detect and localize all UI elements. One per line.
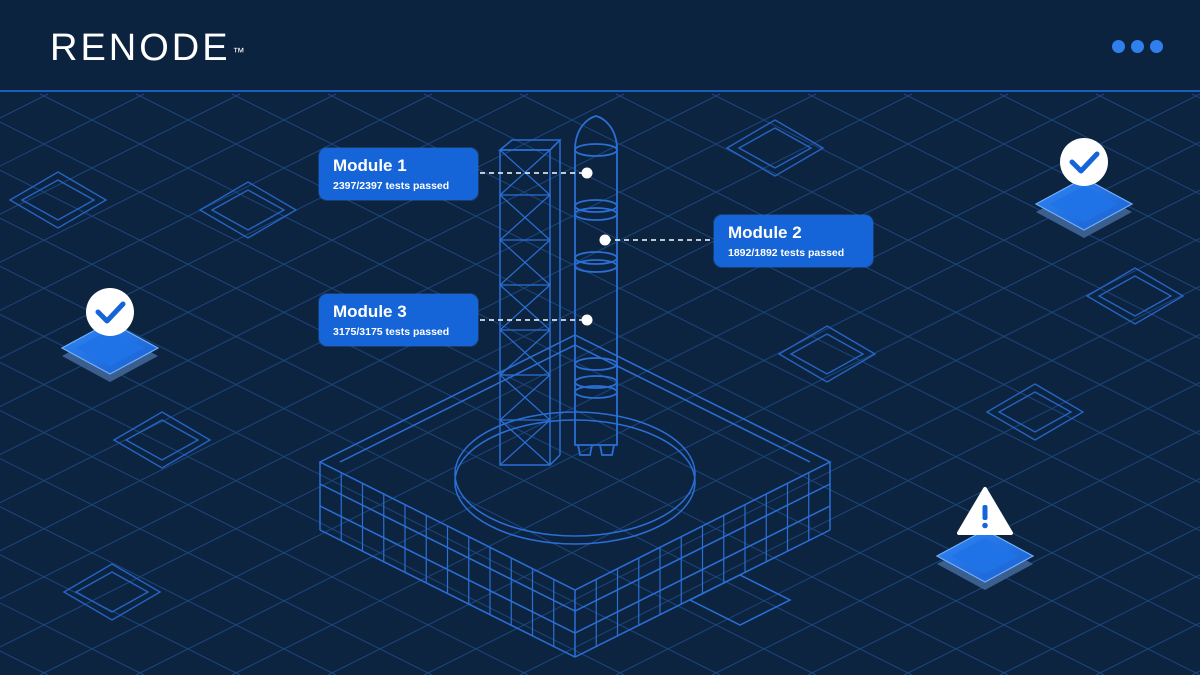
chip-tile [198,181,298,239]
module-anchor-dots [581,167,611,326]
chip-tile [8,171,108,229]
grid-line [39,93,1200,675]
module-title: Module 1 [333,156,407,175]
grid-line [0,409,529,675]
grid-line [0,93,433,311]
grid-line [519,333,1200,675]
grid-line [0,458,433,675]
grid-line [615,381,1200,675]
grid-line [0,93,1105,648]
grid-line [999,574,1200,675]
grid-line [0,506,337,675]
chip-tile [112,411,212,469]
grid-line [999,93,1200,195]
warning-icon [957,487,1013,535]
grid-line [1095,93,1200,147]
grid-line [0,650,49,675]
chip-tile [985,383,1085,441]
module-test-status: 1892/1892 tests passed [728,247,845,259]
tower-brace [499,419,551,466]
grid-line [0,361,625,675]
grid-line [135,141,1200,675]
trademark-symbol: ™ [232,45,245,59]
menu-dot [1112,40,1125,53]
module-test-status: 2397/2397 tests passed [333,180,450,192]
menu-dot [1150,40,1163,53]
grid-line [327,237,1200,675]
grid-line [0,93,913,552]
grid-line [0,169,1009,675]
module-title: Module 3 [333,302,407,321]
module-1-callout: Module 1 2397/2397 tests passed [319,148,478,200]
grid-line [135,93,1200,628]
tower-brace [499,374,551,421]
logo-text: RENODE [50,27,231,69]
grid-line [711,430,1200,675]
grid-line [231,189,1200,675]
grid-line [0,93,241,215]
highlight-tile [1034,177,1134,238]
grid-line [711,93,1200,339]
chip-tile [62,563,162,621]
grid-line [0,93,721,456]
grid-line [903,526,1200,675]
grid-line [0,93,337,263]
check-icon [1060,138,1108,186]
highlight-tile [935,529,1035,590]
module-2-callout: Module 2 1892/1892 tests passed [714,215,873,267]
tower-lattice [499,149,551,466]
tower-brace [499,239,551,286]
check-icon [86,288,134,336]
grid-line [0,93,817,504]
menu-dot [1131,40,1144,53]
grid-line [807,93,1200,291]
more-horizontal-icon[interactable] [1112,40,1168,54]
tower-brace [499,329,551,376]
chip-tile [777,325,877,383]
grid-line [0,93,625,408]
module-title: Module 2 [728,223,802,242]
grid-line [0,121,1105,675]
rocket [574,115,618,456]
grid-line [0,554,241,675]
grid-line [1095,622,1200,675]
highlight-tile [60,321,160,382]
module-connectors [480,172,712,321]
grid-line [0,93,49,119]
chip-tile [725,119,825,177]
fence-posts [340,472,810,648]
tower-brace [499,194,551,241]
chip-tile [1085,267,1185,325]
grid-line [0,93,1009,600]
module-3-callout: Module 3 3175/3175 tests passed [319,294,478,346]
isometric-grid [0,93,1200,675]
module-test-status: 3175/3175 tests passed [333,326,450,338]
tower-brace [499,284,551,331]
grid-line [903,93,1200,243]
